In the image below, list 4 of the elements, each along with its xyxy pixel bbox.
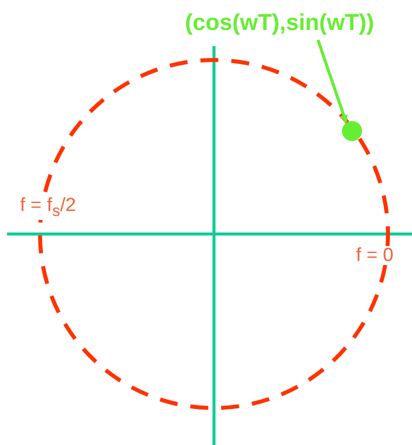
leader-arrow [316,40,348,123]
coordinate-label: (cos(wT),sin(wT)) [185,8,374,36]
frequency-label: f = 0 [356,246,394,265]
point-marker [342,121,362,141]
